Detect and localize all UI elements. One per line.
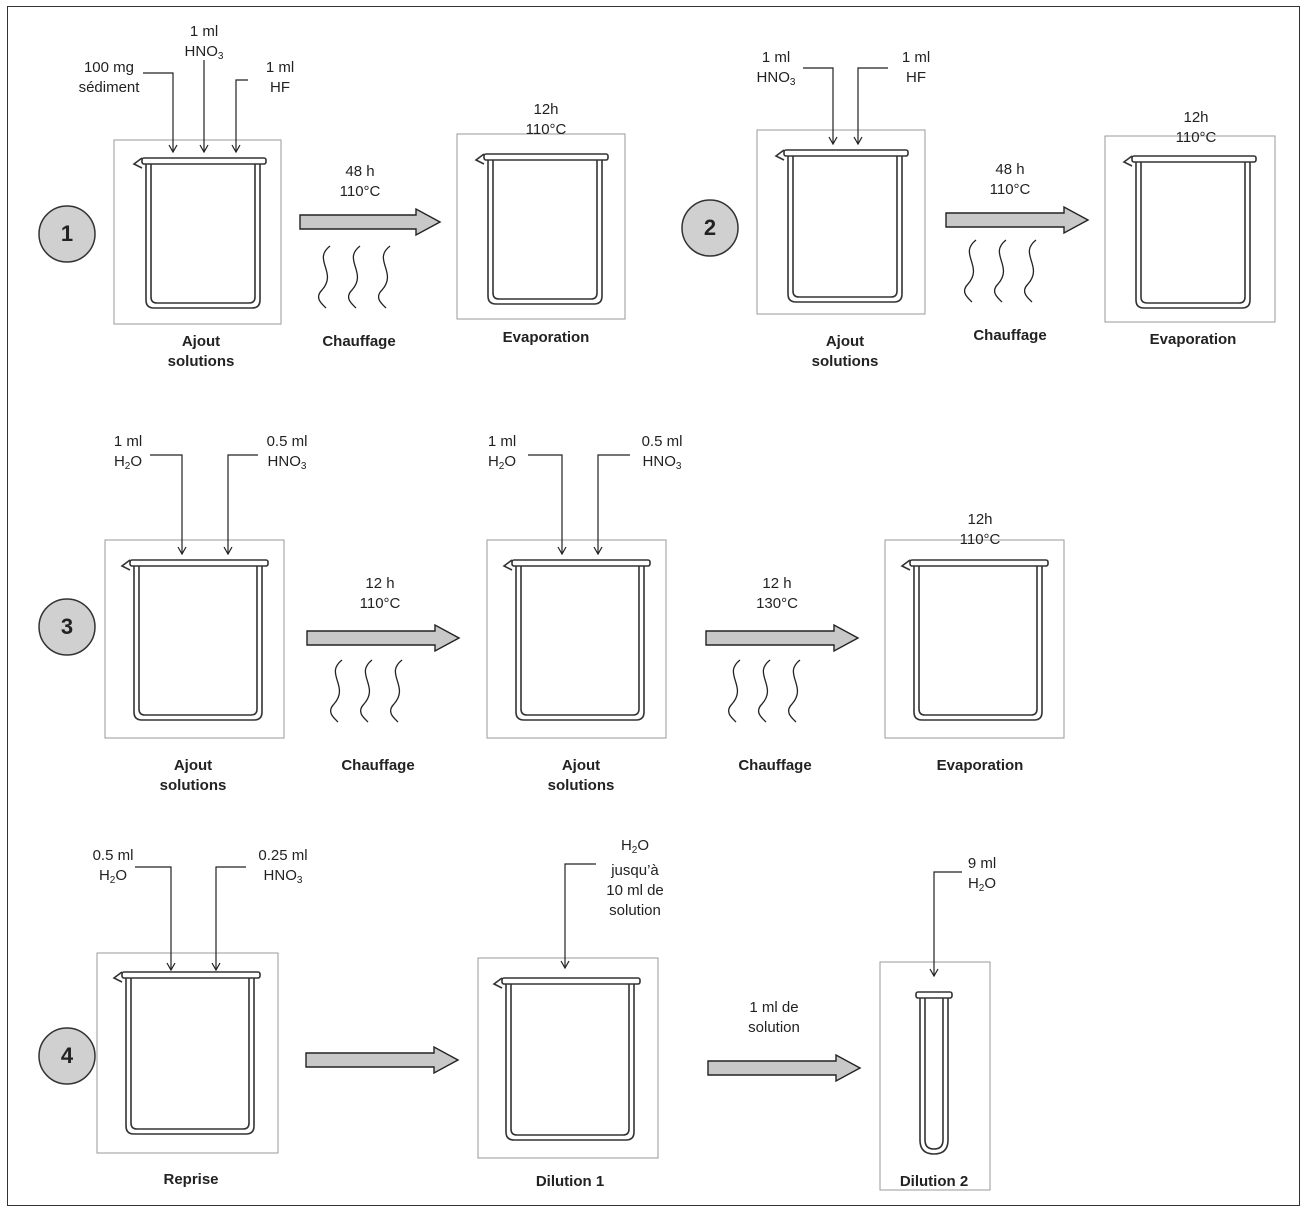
s2-add-beaker xyxy=(774,149,909,303)
s3-caption-heat-a: Chauffage xyxy=(341,757,415,774)
step-3-circle xyxy=(38,598,96,656)
s3-h2o-a-feed xyxy=(150,454,187,556)
s1-evap-beaker xyxy=(474,153,609,305)
s3-hno3-a-feed xyxy=(223,454,258,556)
s3-heat-b-arrow xyxy=(705,623,860,653)
step-1-number: 1 xyxy=(60,221,74,246)
figure-frame xyxy=(7,6,1300,1206)
s2-heat-waves xyxy=(964,239,1037,303)
s4-h2o-feed xyxy=(135,866,176,972)
s3-h2o-b-feed xyxy=(528,454,567,556)
s2-add-box xyxy=(756,129,926,315)
s1-heat-waves xyxy=(318,245,391,309)
s4-dilution1-box xyxy=(477,957,659,1159)
s2-caption-heat: Chauffage xyxy=(973,327,1047,344)
s3-hno3-b-feed xyxy=(593,454,630,556)
step-2-circle xyxy=(681,199,739,257)
s4-fill-feed xyxy=(560,863,596,970)
s4-caption-dilution-2: Dilution 2 xyxy=(899,1173,969,1190)
s4-reprise-box xyxy=(96,952,279,1154)
s2-evap-box xyxy=(1104,135,1276,323)
s3-add-a-box xyxy=(104,539,285,739)
s2-heat-arrow xyxy=(945,205,1090,235)
s4-dilution1-beaker xyxy=(492,977,641,1141)
s3-heat-a-arrow xyxy=(306,623,461,653)
s1-hf-feed xyxy=(231,79,248,154)
s4-dilution2-tube xyxy=(915,991,953,1155)
s2-caption-evap: Evaporation xyxy=(1149,331,1237,348)
s4-caption-dilution-1: Dilution 1 xyxy=(535,1173,605,1190)
s1-add-box xyxy=(113,139,282,325)
step-1-circle xyxy=(38,205,96,263)
s4-h2o-9-feed xyxy=(929,871,962,978)
s4-transfer-arrow-2 xyxy=(707,1053,862,1083)
s1-caption-heat: Chauffage xyxy=(322,333,396,350)
s2-hf-feed xyxy=(853,67,888,146)
s3-heat-b-waves xyxy=(728,659,801,723)
s3-add-b-box xyxy=(486,539,667,739)
s4-dilution2-box xyxy=(879,961,991,1191)
s4-h2o-fill-label: H2O jusqu’à 10 ml de solution xyxy=(606,837,664,919)
s4-transfer-arrow-1 xyxy=(305,1045,460,1075)
s1-evap-box xyxy=(456,133,626,320)
s1-heat-arrow xyxy=(299,207,442,237)
s2-evap-beaker xyxy=(1122,155,1257,309)
s3-evap-beaker xyxy=(900,559,1049,721)
s4-caption-reprise: Reprise xyxy=(163,1171,219,1188)
s4-reprise-beaker xyxy=(112,971,261,1135)
step-4-circle xyxy=(38,1027,96,1085)
step-4-number: 4 xyxy=(60,1043,74,1068)
step-3-number: 3 xyxy=(60,614,74,639)
s1-caption-evap: Evaporation xyxy=(502,329,590,346)
s1-add-beaker xyxy=(132,157,267,309)
s3-add-a-beaker xyxy=(120,559,269,721)
s4-hno3-feed xyxy=(211,866,246,972)
step-2-number: 2 xyxy=(703,215,717,240)
s3-heat-a-waves xyxy=(330,659,403,723)
s2-hno3-feed xyxy=(803,67,838,146)
s3-caption-evap: Evaporation xyxy=(936,757,1024,774)
s1-sediment-feed xyxy=(143,72,178,154)
s3-caption-heat-b: Chauffage xyxy=(738,757,812,774)
s3-add-b-beaker xyxy=(502,559,651,721)
s3-evap-box xyxy=(884,539,1065,739)
